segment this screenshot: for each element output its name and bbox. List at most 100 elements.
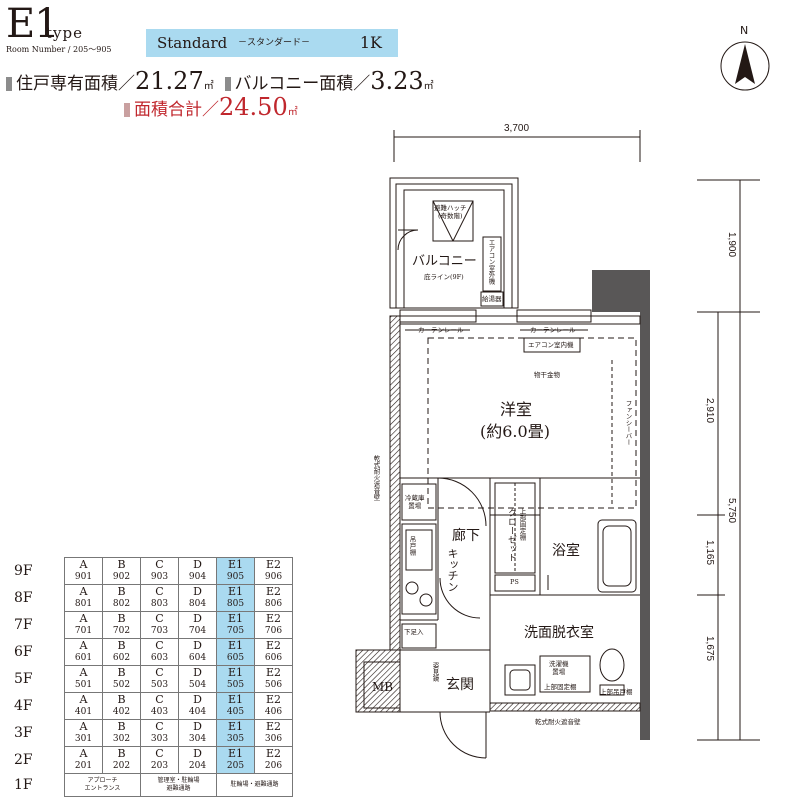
upper-shelf-label: 上部固定棚: [518, 508, 526, 541]
unit-number: 901: [74, 572, 93, 582]
unit-number: 806: [264, 599, 283, 609]
closet-label: クローゼット: [506, 508, 516, 562]
dim-right-1: 1,900: [726, 232, 737, 258]
unit-number: 501: [74, 680, 93, 690]
unit-type: A: [79, 747, 88, 760]
area-line-1: 住戸専有面積／21.27㎡ バルコニー面積／3.23㎡: [6, 68, 434, 100]
standard-sub: －スタンダード－: [238, 38, 311, 48]
unit-number: 801: [74, 599, 93, 609]
unit-number: 701: [74, 626, 93, 636]
unit-number: 703: [150, 626, 169, 636]
unit-number: 405: [226, 707, 245, 717]
type-code: E1: [6, 1, 60, 47]
unit-type: A: [79, 693, 88, 706]
unit-number: 201: [74, 761, 93, 771]
unit-number: 904: [188, 572, 207, 582]
balcony-area-value: 3.23: [370, 67, 424, 95]
unit-number: 601: [74, 653, 93, 663]
unit-type: C: [155, 585, 164, 598]
unit-type: E1: [227, 639, 244, 652]
unit-type: E1: [227, 612, 244, 625]
unit-number: 802: [112, 599, 131, 609]
unit-number: 603: [150, 653, 169, 663]
area-unit: ㎡: [287, 107, 298, 118]
shoe-cabinet-label: 下足入: [404, 628, 424, 636]
fire-wall-bottom-label: 乾式耐火遮音壁: [535, 718, 581, 726]
unit-number: 304: [188, 734, 207, 744]
unit-type: A: [79, 558, 88, 571]
unit-type: D: [193, 558, 202, 571]
unit-number: 303: [150, 734, 169, 744]
private-area-value: 21.27: [135, 67, 204, 95]
unit-number: 204: [188, 761, 207, 771]
unit-number: 301: [74, 734, 93, 744]
unit-type: A: [79, 612, 88, 625]
unit-type: E2: [265, 639, 282, 652]
compass-north-label: N: [740, 24, 749, 37]
water-heater-label: 給湯器: [482, 295, 502, 303]
unit-number: 403: [150, 707, 169, 717]
unit-number: 702: [112, 626, 131, 636]
unit-type: E2: [265, 693, 282, 706]
unit-type: B: [117, 666, 126, 679]
unit-type: A: [79, 585, 88, 598]
unit-number: 404: [188, 707, 207, 717]
floor-label: 5F: [14, 671, 33, 687]
balcony-area-label: バルコニー面積／: [234, 74, 371, 94]
ac-indoor-label: エアコン室内機: [528, 341, 574, 349]
unit-type: E1: [227, 558, 244, 571]
unit-type: B: [117, 585, 126, 598]
kitchen-label: キッチン: [446, 548, 459, 592]
total-area-value: 24.50: [219, 93, 288, 121]
western-room-label: 洋室: [500, 400, 533, 419]
unit-type: B: [117, 720, 126, 733]
hallway-label: 廊下: [452, 528, 480, 544]
unit-number: 902: [112, 572, 131, 582]
unit-number: 706: [264, 626, 283, 636]
unit-type: E2: [265, 720, 282, 733]
unit-type: B: [117, 693, 126, 706]
floor-label: 9F: [14, 563, 33, 579]
dim-right-4: 1,675: [704, 636, 715, 662]
eave-line-label: 庇ライン(9F): [424, 273, 464, 281]
curtain-rail-2-label: カーテンレール: [530, 326, 576, 334]
unit-number: 705: [226, 626, 245, 636]
fan-louver-label: ファンシーバー: [624, 400, 632, 446]
floor-label: 6F: [14, 644, 33, 660]
dim-right-3: 1,165: [704, 540, 715, 566]
floor-label: 7F: [14, 617, 33, 633]
bullet-square: [124, 103, 130, 117]
unit-type: C: [155, 747, 164, 760]
area-unit: ㎡: [423, 81, 434, 92]
evac-hatch-label: 避難ハッチ (奇数階): [434, 204, 467, 220]
unit-type: D: [193, 666, 202, 679]
unit-number: 804: [188, 599, 207, 609]
